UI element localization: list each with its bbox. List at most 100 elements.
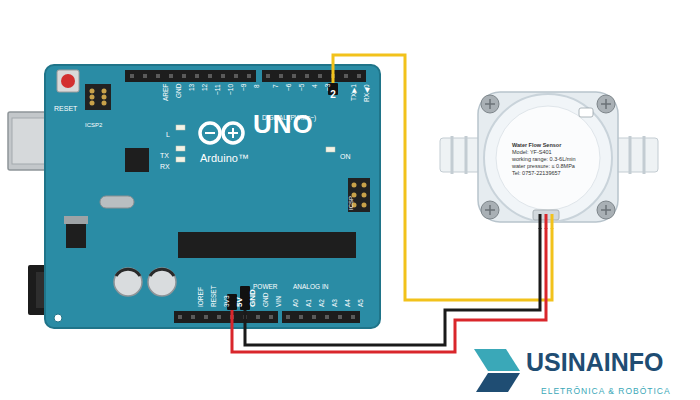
icsp2-header <box>85 84 111 110</box>
drawing-part <box>539 214 542 229</box>
label-wrap: 12 <box>193 84 211 91</box>
pin-label: TX▶1 <box>350 84 357 101</box>
pin-label: ~10 <box>227 84 234 95</box>
sensor-spec: Model: YF-S401 <box>512 149 552 156</box>
label-wrap: RESET <box>202 285 220 307</box>
drawing-part <box>489 99 491 109</box>
label-wrap: USINAINFO <box>526 349 664 377</box>
drawing-part <box>451 136 454 174</box>
drawing-part <box>292 74 296 78</box>
drawing-part <box>102 95 107 100</box>
drawing-part <box>208 74 212 78</box>
drawing-part <box>545 214 548 229</box>
drawing-part <box>338 315 342 319</box>
drawing-part <box>286 315 290 319</box>
drawing-part <box>114 268 142 296</box>
header-label: ANALOG IN <box>293 283 328 290</box>
sensor-spec: Tel: 0757-22139657 <box>512 170 561 177</box>
drawing-part <box>176 125 185 130</box>
drawing-part <box>282 311 360 323</box>
led-label: RX <box>160 163 170 171</box>
drawing-part <box>195 74 199 78</box>
drawing-part <box>205 132 215 134</box>
led-label: TX <box>160 152 169 160</box>
drawing-part <box>579 108 593 117</box>
icsp-header <box>348 178 370 212</box>
header-label: ICSP <box>348 196 355 210</box>
drawing-part <box>348 178 370 212</box>
board-brand: Arduino™ <box>200 152 249 164</box>
flow-sensor-drawing <box>440 92 658 229</box>
label-wrap: VIN <box>267 296 285 307</box>
pin-highlight: GND <box>240 286 251 310</box>
chips <box>64 148 356 258</box>
label-wrap: 7 <box>264 84 282 88</box>
label-wrap: RX◀0 <box>355 84 373 102</box>
brand-tagline: ELETRÔNICA & ROBÓTICA <box>541 387 671 396</box>
drawing-part <box>191 315 195 319</box>
drawing-part <box>174 311 278 323</box>
label-wrap: IOREF <box>189 287 207 307</box>
pin-label: AREF <box>162 84 169 101</box>
pin-label: RESET <box>210 285 217 307</box>
pin-label: 12 <box>201 84 208 91</box>
pin-label: 4 <box>311 84 318 88</box>
wire-connector <box>232 228 546 352</box>
flow-sensor: Water Flow SensorModel: YF-S401working r… <box>440 88 660 228</box>
label-wrap: POWER <box>253 275 278 293</box>
sensor-text-block: Water Flow SensorModel: YF-S401working r… <box>512 138 576 173</box>
label-wrap: RX <box>160 155 170 173</box>
pin-label: RX◀0 <box>363 84 370 102</box>
button-label: RESET <box>54 105 77 113</box>
drawing-part <box>605 99 607 109</box>
drawing-part <box>262 70 366 82</box>
drawing-part <box>221 74 225 78</box>
drawing-part <box>484 94 612 222</box>
pin-label: ~11 <box>214 84 221 95</box>
drawing-part <box>481 95 615 219</box>
label-wrap: A1 <box>297 299 315 307</box>
reset-button <box>57 70 79 92</box>
text-wrap: GND <box>241 289 259 307</box>
drawing-part <box>357 74 361 78</box>
drawing-part <box>485 99 611 215</box>
drawing-part <box>90 101 95 106</box>
label-wrap: A2 <box>310 299 328 307</box>
label-wrap: A4 <box>336 299 354 307</box>
label-wrap: GND <box>167 84 185 98</box>
sensor-spec: Water Flow Sensor <box>512 142 561 149</box>
pin-label: GND <box>175 84 182 98</box>
drawing-part <box>605 205 607 215</box>
power-analog-header <box>174 311 360 323</box>
drawing-part <box>643 136 646 174</box>
drawing-part <box>90 89 95 94</box>
drawing-part <box>551 214 554 229</box>
drawing-part <box>269 315 273 319</box>
wire-connector <box>245 228 540 345</box>
drawing-part <box>362 183 367 188</box>
pin-label: ~3 <box>324 84 331 91</box>
drawing-part <box>178 232 356 258</box>
drawing-part <box>496 106 600 210</box>
drawing-part <box>125 148 149 172</box>
drawing-part <box>474 349 520 371</box>
drawing-part <box>352 183 357 188</box>
drawing-part <box>66 222 86 248</box>
pin-label: A0 <box>292 299 299 307</box>
drawing-part <box>54 314 62 322</box>
header-label: ICSP2 <box>85 122 102 129</box>
drawing-part <box>325 315 329 319</box>
drawing-part <box>312 315 316 319</box>
drawing-part <box>85 84 111 110</box>
pin-label: A2 <box>318 299 325 307</box>
drawing-part <box>481 95 499 113</box>
drawing-part <box>150 269 174 276</box>
label-wrap: RESET <box>54 97 77 115</box>
label-wrap: TX▶1 <box>342 84 360 101</box>
pin-name: 5V <box>236 297 245 307</box>
label-wrap: DIGITAL (PWM=~) <box>262 106 316 124</box>
drawing-part <box>156 74 160 78</box>
label-wrap: ~11 <box>206 84 224 95</box>
drawing-part <box>597 201 615 219</box>
label-wrap: ~5 <box>290 84 308 91</box>
